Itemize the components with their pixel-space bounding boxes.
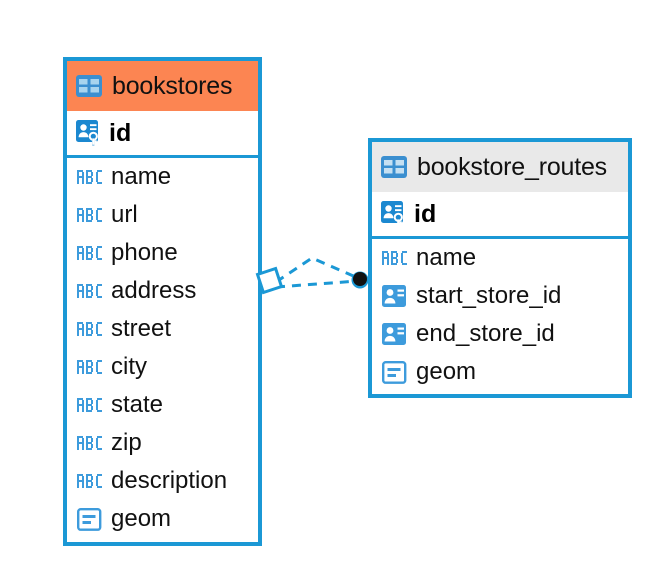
foreign-key-icon — [382, 285, 408, 307]
column-row-id[interactable]: id — [67, 111, 258, 158]
diamond-marker — [255, 266, 284, 295]
column-label: state — [111, 391, 164, 418]
relationship-line-lower — [275, 279, 359, 289]
primary-key-icon — [76, 120, 103, 146]
entity-title: bookstores — [112, 71, 233, 100]
column-label: geom — [111, 505, 172, 532]
abc-text-icon — [77, 246, 102, 260]
foreign-key-icon — [382, 323, 408, 345]
column-label: description — [111, 467, 228, 494]
column-row-state[interactable]: state — [67, 386, 258, 424]
column-label: address — [111, 277, 197, 304]
column-label: geom — [416, 358, 477, 385]
column-row-geom[interactable]: geom — [372, 353, 628, 391]
geometry-icon — [77, 507, 102, 531]
column-label: street — [111, 315, 172, 342]
abc-text-icon — [77, 360, 102, 374]
column-label: start_store_id — [416, 282, 562, 309]
column-row-url[interactable]: url — [67, 196, 258, 234]
abc-text-icon — [77, 322, 102, 336]
relationship-connector[interactable] — [250, 240, 385, 320]
column-label: zip — [111, 429, 142, 456]
entity-title: bookstore_routes — [417, 152, 607, 181]
column-row-phone[interactable]: phone — [67, 234, 258, 272]
column-label: url — [111, 201, 138, 228]
abc-text-icon — [382, 251, 407, 265]
relationship-line-upper — [275, 256, 359, 284]
abc-text-icon — [77, 436, 102, 450]
column-row-zip[interactable]: zip — [67, 424, 258, 462]
table-icon — [76, 75, 102, 97]
column-label: id — [109, 118, 132, 147]
table-icon — [381, 156, 407, 178]
column-label: name — [416, 244, 477, 271]
geometry-icon — [382, 360, 407, 384]
abc-text-icon — [77, 284, 102, 298]
column-label: phone — [111, 239, 178, 266]
column-label: end_store_id — [416, 320, 555, 347]
column-row-address[interactable]: address — [67, 272, 258, 310]
column-label: name — [111, 163, 172, 190]
column-label: city — [111, 353, 147, 380]
column-row-street[interactable]: street — [67, 310, 258, 348]
circle-marker — [351, 271, 369, 289]
abc-text-icon — [77, 474, 102, 488]
entity-bookstore-routes[interactable]: bookstore_routes id — [368, 138, 632, 398]
column-row-geom[interactable]: geom — [67, 500, 258, 538]
primary-key-icon — [381, 201, 408, 227]
abc-text-icon — [77, 398, 102, 412]
column-row-city[interactable]: city — [67, 348, 258, 386]
column-row-start-store-id[interactable]: start_store_id — [372, 277, 628, 315]
column-row-end-store-id[interactable]: end_store_id — [372, 315, 628, 353]
abc-text-icon — [77, 208, 102, 222]
column-row-name[interactable]: name — [67, 158, 258, 196]
column-row-id[interactable]: id — [372, 192, 628, 239]
abc-text-icon — [77, 170, 102, 184]
column-row-description[interactable]: description — [67, 462, 258, 500]
column-row-name[interactable]: name — [372, 239, 628, 277]
column-label: id — [414, 199, 437, 228]
entity-header-bookstores[interactable]: bookstores — [67, 61, 258, 111]
entity-bookstores[interactable]: bookstores id — [63, 57, 262, 546]
entity-header-bookstore-routes[interactable]: bookstore_routes — [372, 142, 628, 192]
